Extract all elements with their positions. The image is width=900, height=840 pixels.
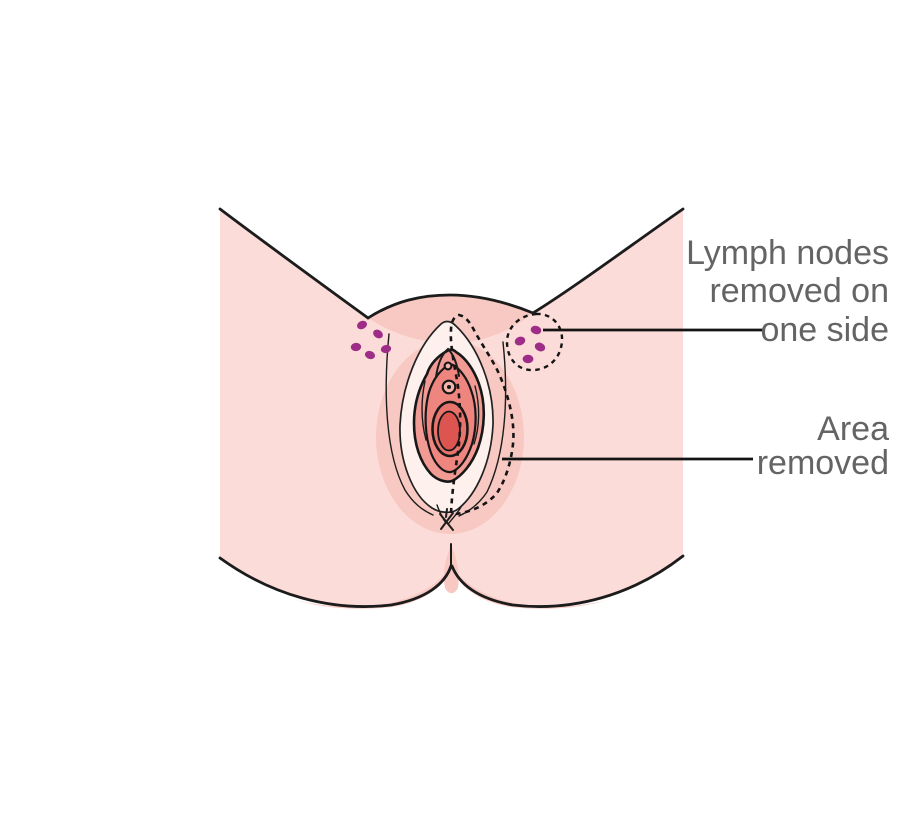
lymph-nodes-left — [350, 320, 392, 360]
vaginal-opening-inner — [437, 410, 461, 452]
buttock-curve-left — [218, 556, 453, 608]
lymph-nodes-dashed-outline — [505, 312, 564, 372]
anus — [439, 508, 454, 531]
labial-crease-left — [385, 333, 434, 516]
lymph-node — [356, 320, 368, 330]
vaginal-opening — [431, 400, 469, 458]
lymph-node — [380, 344, 392, 354]
lymph-label-line-1: Lymph nodes — [686, 234, 889, 272]
hip-line-right — [531, 207, 685, 315]
lymph-node — [530, 325, 542, 335]
lymph-label-line-2: removed on — [709, 272, 889, 310]
area-label-line-1: Area — [817, 410, 889, 448]
buttock-curve-right — [450, 554, 685, 608]
anus-tick — [445, 508, 448, 518]
area-removed-dashed-outline — [449, 313, 515, 516]
urethra-dot — [447, 385, 451, 389]
lymph-label-line-3: one side — [760, 311, 889, 349]
lymph-node — [514, 336, 526, 346]
body-outline — [218, 207, 685, 608]
mons-curve — [366, 293, 535, 320]
lymph-node — [373, 329, 383, 339]
labia-ruffle-right — [473, 385, 480, 445]
buttock-rim-shade-left — [296, 566, 451, 609]
clitoris — [435, 347, 460, 378]
lymph-nodes-right — [514, 325, 546, 364]
lymph-node — [522, 354, 534, 364]
clitoral-hood — [435, 347, 460, 378]
label-lymph-nodes: Lymph nodes removed on one side — [686, 234, 889, 349]
clitoral-glans — [443, 361, 453, 371]
labia-ruffle-left — [421, 380, 427, 441]
labial-crease-right — [458, 341, 507, 517]
area-label-line-2: removed — [757, 444, 889, 482]
anus-cross-2 — [440, 512, 454, 530]
mons-shade — [368, 295, 533, 343]
lymph-node — [364, 350, 376, 360]
urethral-opening — [441, 379, 457, 395]
lymph-node — [350, 342, 362, 352]
hip-line-left — [218, 207, 370, 320]
label-area-removed: Area removed — [757, 410, 889, 482]
lymph-node — [534, 342, 546, 352]
perineum-line-right — [448, 506, 462, 524]
